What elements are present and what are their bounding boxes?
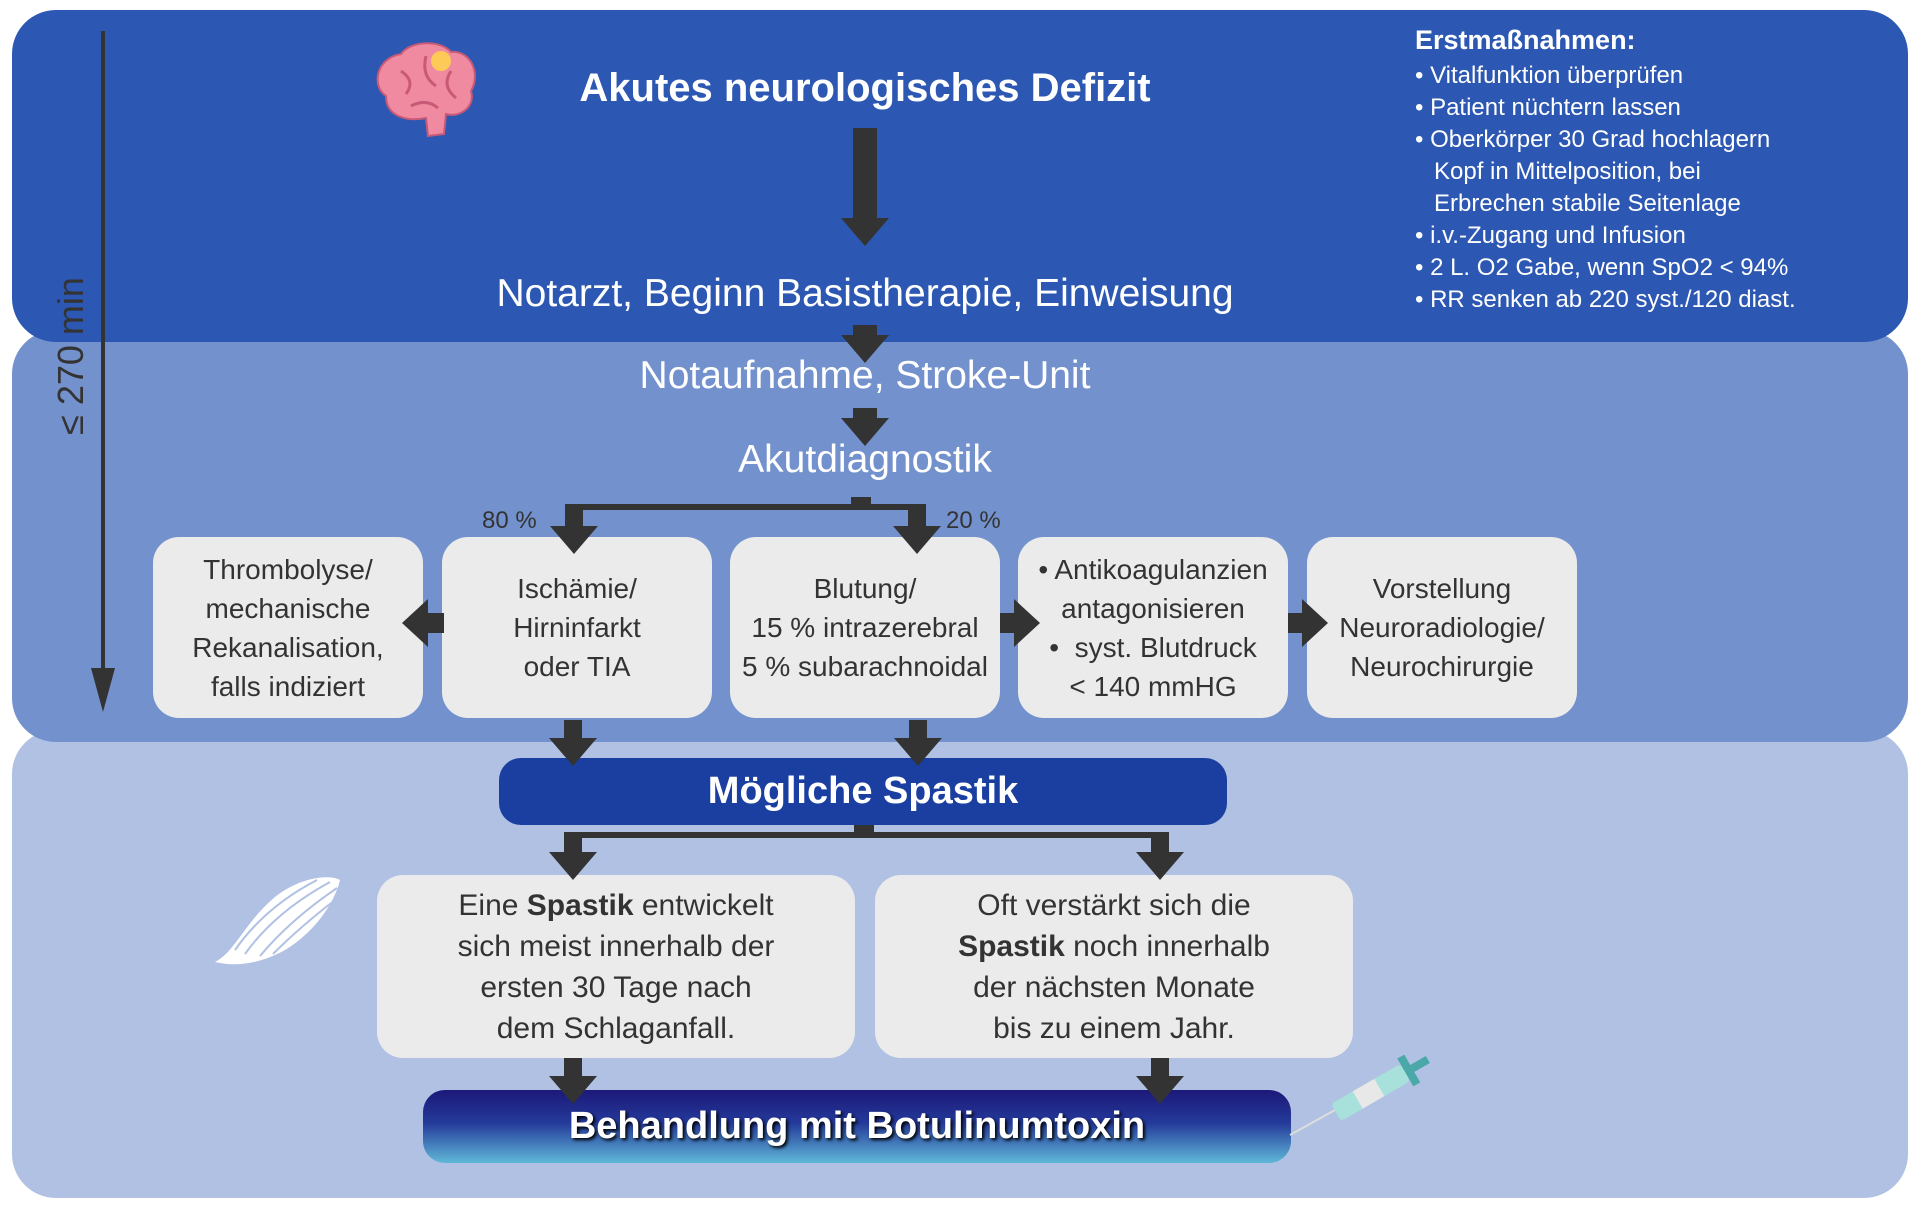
measure-item: • i.v.-Zugang und Infusion bbox=[1415, 222, 1686, 249]
syringe-icon bbox=[1289, 1054, 1430, 1136]
arrow bbox=[565, 504, 583, 530]
measure-item: Erbrechen stabile Seitenlage bbox=[1434, 190, 1741, 217]
arrow-head bbox=[894, 738, 942, 766]
bold-term: Spastik bbox=[958, 929, 1065, 963]
measure-item: Kopf in Mittelposition, bei bbox=[1434, 158, 1701, 185]
brain-icon bbox=[376, 42, 476, 138]
arrow-head bbox=[1136, 1076, 1184, 1104]
arrow-head bbox=[550, 526, 598, 554]
arrow bbox=[564, 1058, 582, 1080]
muscle-icon bbox=[215, 877, 340, 965]
arrow bbox=[564, 832, 582, 856]
arrow-head bbox=[841, 335, 889, 363]
first-measures-panel: Erstmaßnahmen: • Vitalfunktion überprüfe… bbox=[1415, 24, 1796, 316]
arrow-head bbox=[1136, 852, 1184, 880]
spasticity-progression-box: Oft verstärkt sich die Spastik noch inne… bbox=[875, 875, 1353, 1058]
arrow-head-right bbox=[1302, 599, 1328, 647]
anticoagulant-box: • Antikoagulanzien antagonisieren • syst… bbox=[1018, 537, 1288, 718]
text: Eine bbox=[458, 888, 527, 922]
measure-item: • Patient nüchtern lassen bbox=[1415, 94, 1681, 121]
arrow bbox=[1151, 832, 1169, 856]
branch-stem bbox=[854, 825, 874, 835]
timeline-label: ≤ 270 min bbox=[50, 277, 91, 435]
arrow-head bbox=[549, 1076, 597, 1104]
measure-item: • RR senken ab 220 syst./120 diast. bbox=[1415, 286, 1796, 313]
spasticity-onset-box: Eine Spastik entwickelt sich meist inner… bbox=[377, 875, 855, 1058]
arrow-head-right bbox=[1014, 599, 1040, 647]
timeline-arrow-head bbox=[91, 668, 115, 712]
arrow bbox=[908, 504, 926, 530]
arrow-head bbox=[841, 418, 889, 446]
text: Oft verstärkt sich die bbox=[977, 888, 1251, 922]
hemorrhage-percentage: 20 % bbox=[946, 507, 1001, 534]
neurosurgery-box: Vorstellung Neuroradiologie/ Neurochirur… bbox=[1307, 537, 1577, 718]
arrow-head bbox=[893, 526, 941, 554]
arrow bbox=[564, 720, 582, 742]
arrow-head-left bbox=[402, 599, 428, 647]
measure-item: • 2 L. O2 Gabe, wenn SpO2 < 94% bbox=[1415, 254, 1789, 281]
prehospital-band bbox=[12, 10, 1908, 342]
first-measures-heading: Erstmaßnahmen: bbox=[1415, 25, 1636, 55]
measure-item: • Vitalfunktion überprüfen bbox=[1415, 62, 1684, 89]
text: noch innerhalb der nächsten Monate bis z… bbox=[973, 929, 1270, 1045]
thrombolysis-box: Thrombolyse/ mechanische Rekanalisation,… bbox=[153, 537, 423, 718]
ischemia-percentage: 80 % bbox=[482, 507, 537, 534]
arrow bbox=[1000, 613, 1018, 633]
arrow bbox=[1151, 1058, 1169, 1080]
hemorrhage-box: Blutung/ 15 % intrazerebral 5 % subarach… bbox=[730, 537, 1000, 718]
bold-term: Spastik bbox=[526, 888, 634, 922]
branch-stem bbox=[851, 497, 871, 507]
branch-line bbox=[564, 832, 1169, 838]
emergency-step: Notarzt, Beginn Basistherapie, Einweisun… bbox=[496, 272, 1234, 315]
branch-line bbox=[565, 504, 926, 510]
arrow-head bbox=[549, 738, 597, 766]
text: entwickelt sich meist innerhalb der erst… bbox=[457, 888, 775, 1045]
arrow-head bbox=[841, 218, 889, 246]
arrow bbox=[853, 128, 877, 220]
ischemia-box: Ischämie/ Hirninfarkt oder TIA bbox=[442, 537, 712, 718]
timeline-arrow-shaft bbox=[101, 31, 105, 681]
arrow-head bbox=[549, 852, 597, 880]
arrow bbox=[424, 613, 444, 633]
measure-item: • Oberkörper 30 Grad hochlagern bbox=[1415, 126, 1771, 153]
arrow bbox=[909, 720, 927, 742]
possible-spasticity-banner: Mögliche Spastik bbox=[499, 758, 1227, 825]
arrow bbox=[1288, 613, 1306, 633]
title: Akutes neurologisches Defizit bbox=[579, 66, 1151, 110]
